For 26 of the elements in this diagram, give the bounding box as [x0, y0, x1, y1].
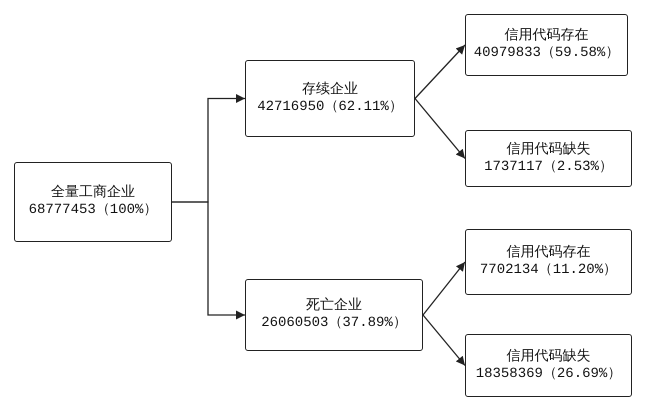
process-box	[465, 334, 632, 397]
count-text: 26060503（37.89%）	[261, 315, 407, 332]
process-box	[14, 162, 172, 242]
arrow	[422, 314, 466, 366]
count-text: 18358369（26.69%）	[476, 366, 622, 382]
process-box	[465, 130, 632, 187]
process-box	[245, 60, 415, 137]
box-title: 存续企业	[302, 82, 358, 98]
arrow	[414, 44, 466, 99]
arrow	[172, 201, 245, 320]
count-text: 42716950（62.11%）	[257, 98, 403, 116]
count-text: 7702134（11.20%）	[480, 262, 618, 279]
process-box	[465, 14, 628, 76]
box-title: 信用代码缺失	[506, 348, 590, 366]
box-title: 死亡企业	[306, 298, 362, 315]
box-title: 信用代码缺失	[506, 142, 590, 158]
count-text: 68777453（100%）	[28, 202, 158, 219]
box-title: 信用代码存在	[504, 28, 588, 45]
arrow	[414, 98, 466, 159]
process-box	[465, 229, 632, 295]
count-text: 1737117（2.53%）	[484, 158, 613, 176]
count-text: 40979833（59.58%）	[474, 45, 620, 62]
box-title: 信用代码存在	[506, 245, 590, 262]
process-box	[245, 279, 423, 351]
arrow	[422, 262, 466, 316]
box-title: 全量工商企业	[51, 185, 135, 202]
